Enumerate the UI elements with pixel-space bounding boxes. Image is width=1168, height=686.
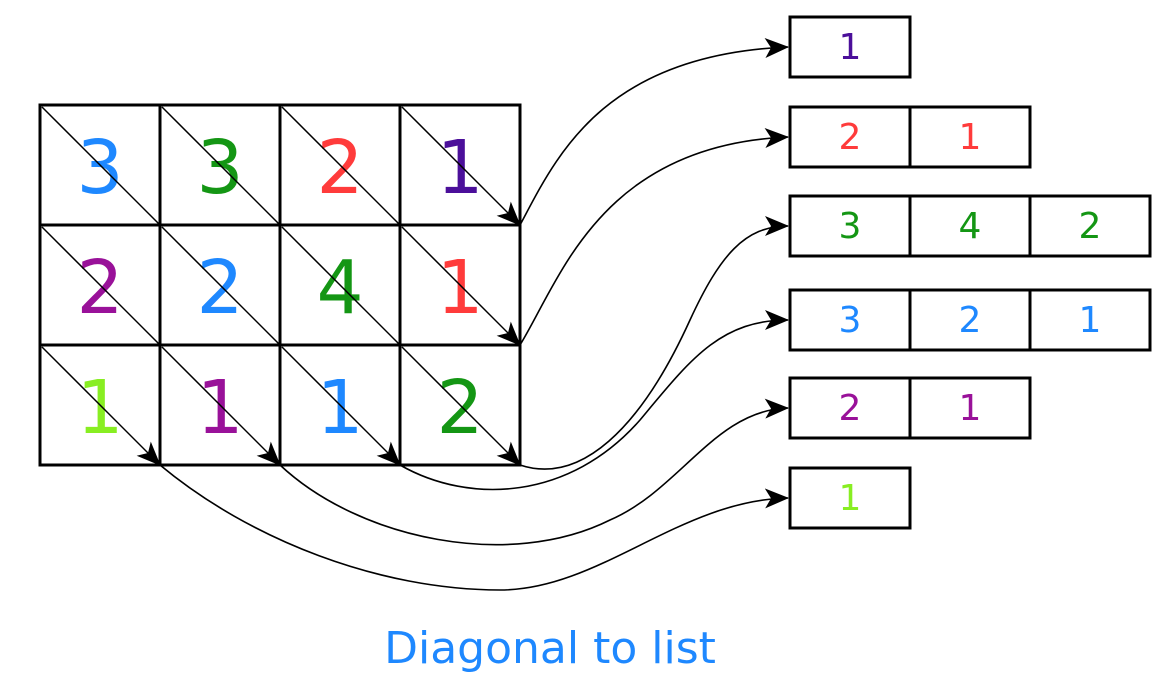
matrix-cell: 2 bbox=[38, 223, 162, 347]
list-box bbox=[1028, 194, 1152, 258]
list-value: 1 bbox=[839, 27, 862, 68]
diagonal-line bbox=[401, 226, 521, 346]
list-value: 1 bbox=[959, 388, 982, 429]
diagonal-line bbox=[281, 226, 401, 346]
cell-value: 1 bbox=[436, 245, 483, 331]
curved-arrow bbox=[519, 37, 789, 226]
list-value: 2 bbox=[959, 300, 982, 341]
curved-arrow bbox=[279, 398, 789, 546]
curved-arrow bbox=[519, 128, 789, 346]
diagonal-line bbox=[41, 346, 161, 466]
list-value: 1 bbox=[959, 117, 982, 158]
list-value: 2 bbox=[839, 117, 862, 158]
list-1: 1 bbox=[788, 15, 912, 79]
cell-value: 3 bbox=[196, 125, 243, 211]
curved-arrow bbox=[399, 310, 789, 491]
list-box bbox=[908, 105, 1032, 169]
diagonal-line bbox=[401, 346, 521, 466]
cell-value: 4 bbox=[316, 245, 363, 331]
list-box bbox=[788, 466, 912, 530]
matrix-cell: 2 bbox=[398, 343, 522, 467]
matrix-cell: 1 bbox=[278, 343, 402, 467]
list-box bbox=[1028, 288, 1152, 352]
list-6: 1 bbox=[788, 466, 912, 530]
cell-value: 2 bbox=[316, 125, 363, 211]
list-3: 3 4 2 bbox=[788, 194, 1152, 258]
matrix-cell: 1 bbox=[398, 103, 522, 227]
cell-value: 1 bbox=[76, 365, 123, 451]
cell-value: 2 bbox=[196, 245, 243, 331]
list-value: 2 bbox=[1079, 206, 1102, 247]
list-box bbox=[908, 376, 1032, 440]
list-value: 4 bbox=[959, 206, 982, 247]
diagonal-line bbox=[401, 106, 521, 226]
list-value: 3 bbox=[839, 300, 862, 341]
cell-value: 2 bbox=[436, 365, 483, 451]
diagonal-line bbox=[281, 106, 401, 226]
cell-value: 1 bbox=[316, 365, 363, 451]
list-4: 3 2 1 bbox=[788, 288, 1152, 352]
diagonal-line bbox=[161, 346, 281, 466]
cell-value: 3 bbox=[76, 125, 123, 211]
list-value: 1 bbox=[839, 478, 862, 519]
diagonal-line bbox=[41, 226, 161, 346]
diagonal-arrows bbox=[159, 37, 789, 591]
list-box bbox=[788, 15, 912, 79]
list-value: 1 bbox=[1079, 300, 1102, 341]
matrix-cell: 1 bbox=[38, 343, 162, 467]
diagonal-line bbox=[161, 226, 281, 346]
curved-arrow bbox=[519, 216, 789, 470]
curved-arrow bbox=[159, 464, 789, 591]
cell-value: 2 bbox=[76, 245, 123, 331]
cell-value: 1 bbox=[196, 365, 243, 451]
list-value: 2 bbox=[839, 388, 862, 429]
cell-value: 1 bbox=[436, 125, 483, 211]
matrix-cell: 1 bbox=[398, 223, 522, 347]
list-value: 3 bbox=[839, 206, 862, 247]
diagonal-line bbox=[161, 106, 281, 226]
diagram-caption: Diagonal to list bbox=[384, 623, 716, 674]
diagonal-line bbox=[41, 106, 161, 226]
cell-border bbox=[398, 343, 522, 467]
diagonal-line bbox=[281, 346, 401, 466]
